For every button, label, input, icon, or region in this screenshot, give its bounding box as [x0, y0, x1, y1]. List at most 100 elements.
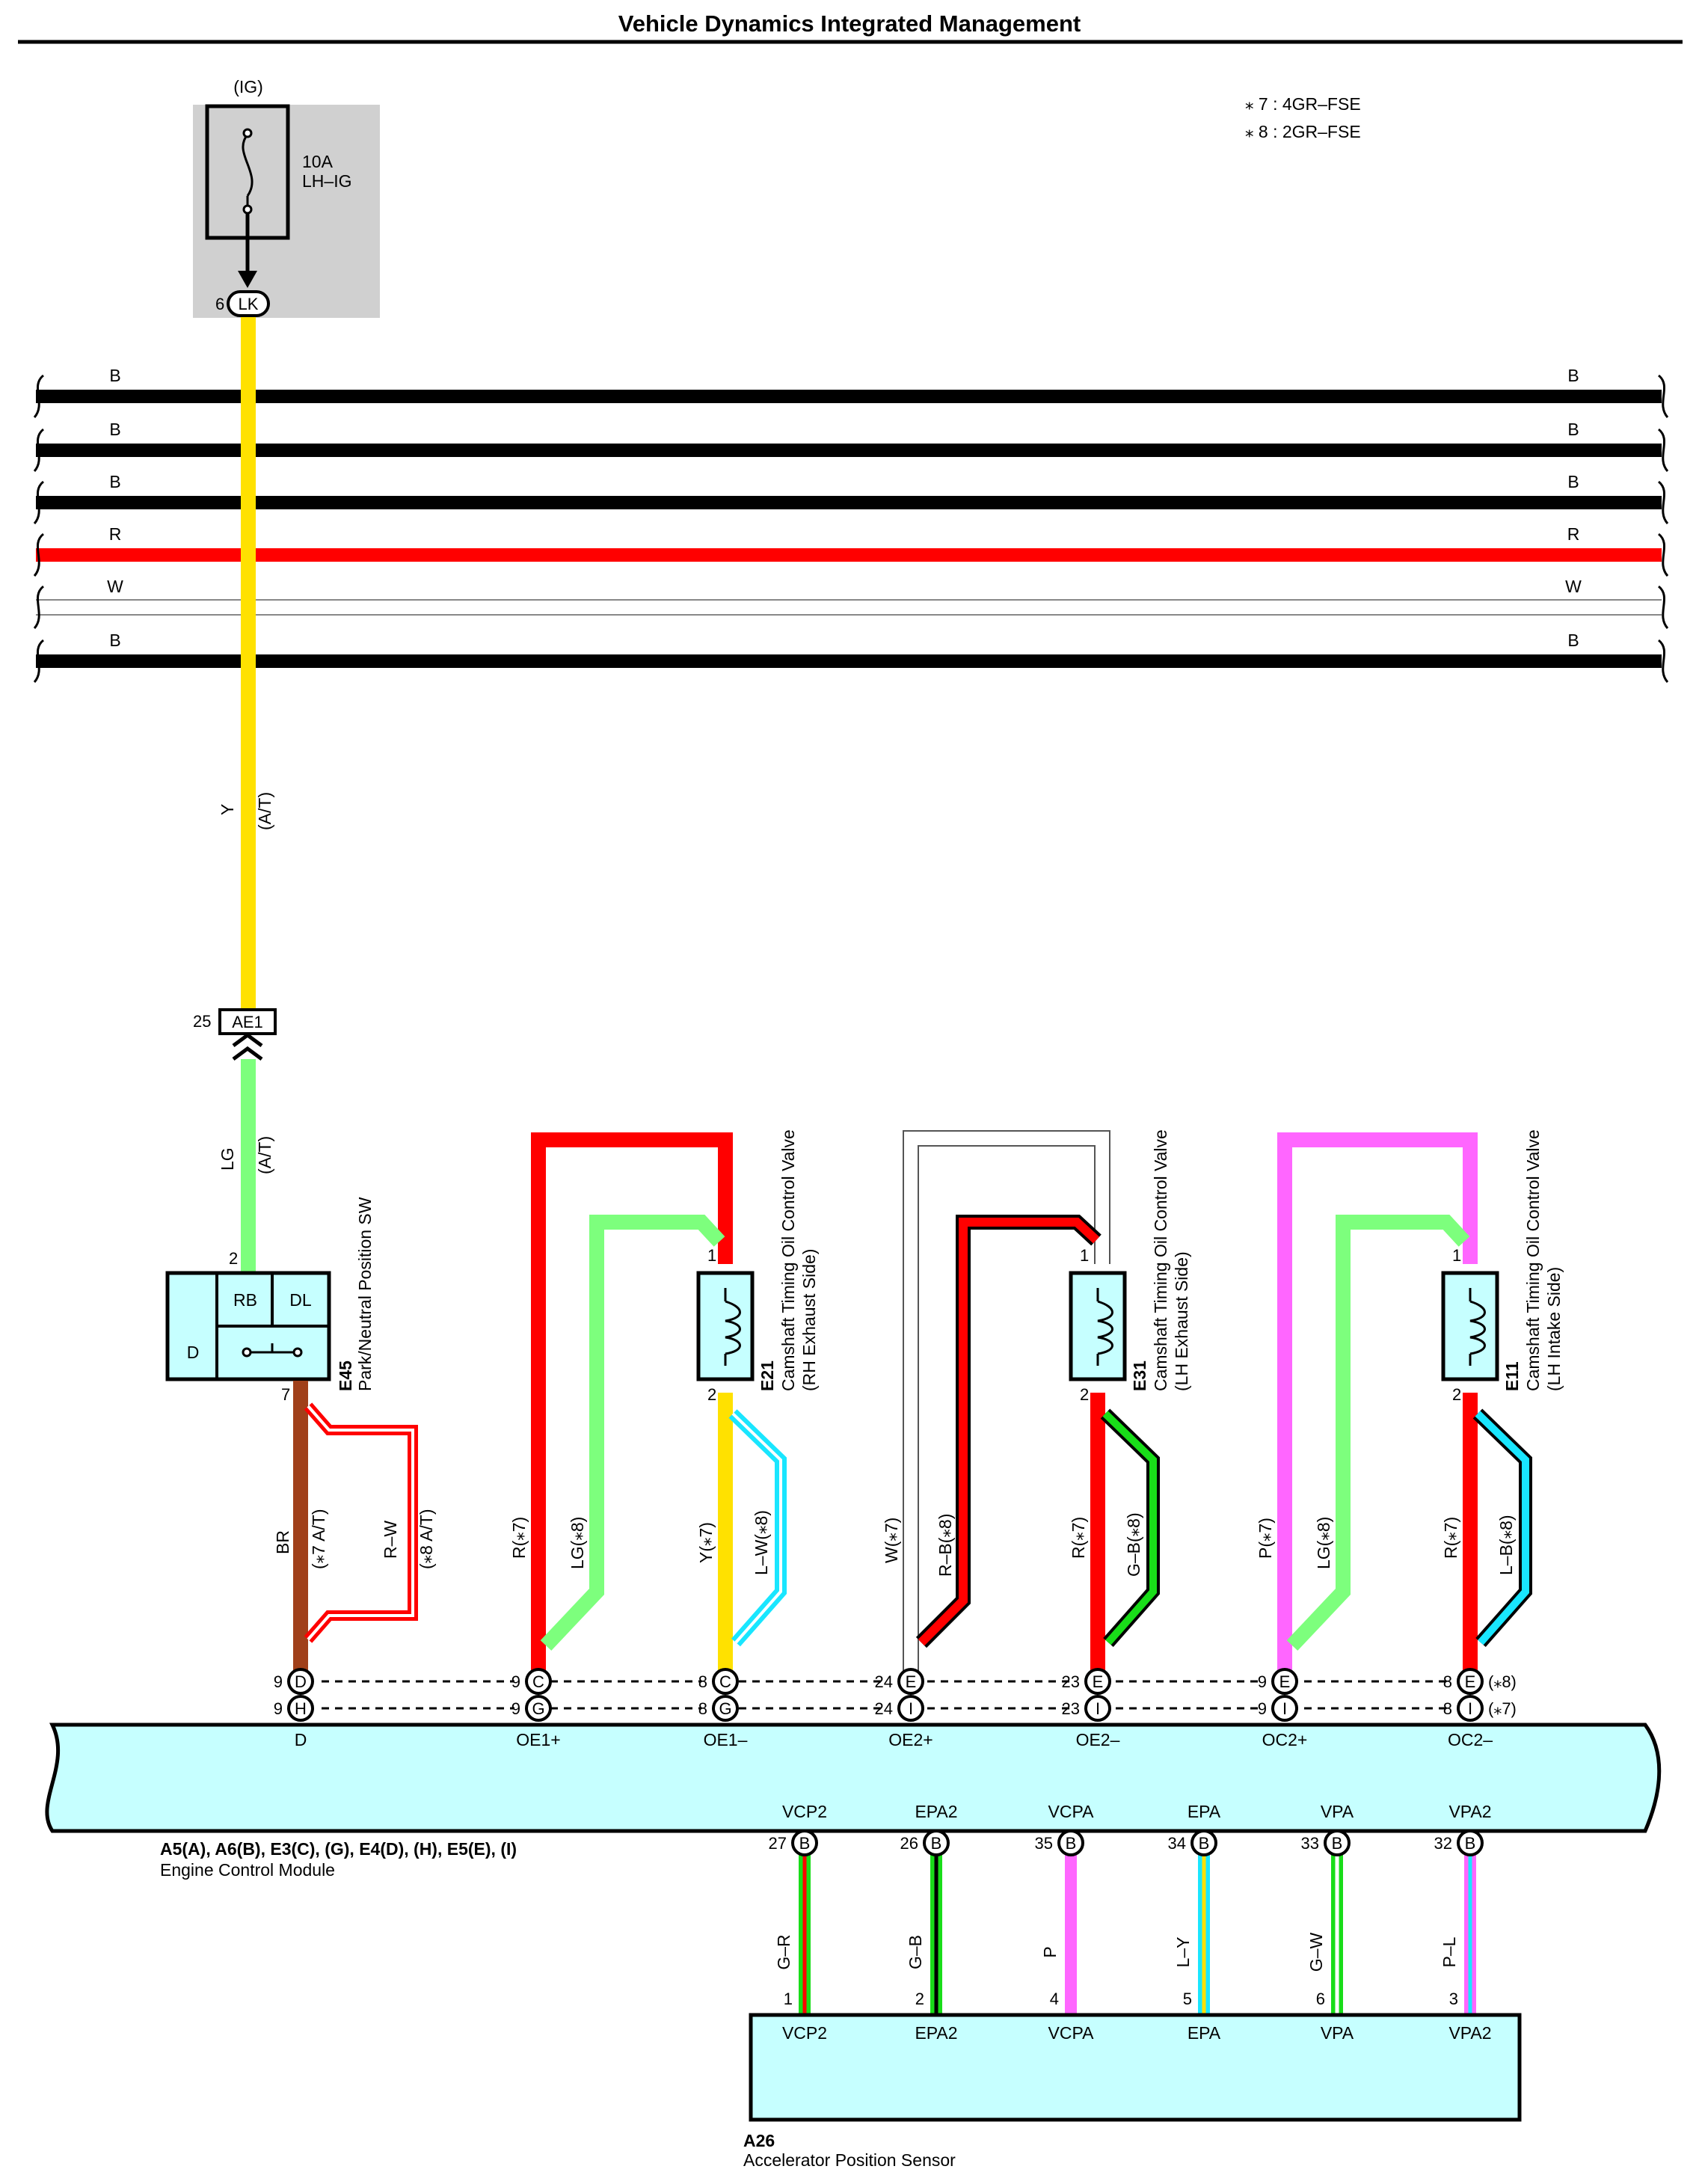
ecm-bottom-terminal-number: 35: [1035, 1834, 1053, 1853]
terminal-bg: [277, 1672, 292, 1690]
ecm-terminal-name: OC2–: [1448, 1730, 1493, 1749]
e45-code: E45: [336, 1361, 355, 1391]
ecm-terminal-number: 9: [274, 1699, 283, 1718]
ecm-terminal-pin: [1271, 1668, 1298, 1695]
ecm-terminal-connector: C: [719, 1672, 731, 1691]
wire-label-l-b-oc2: L–B(⁎8): [1496, 1515, 1516, 1575]
sensor-pin: 1: [784, 1990, 793, 2008]
wire-lg-oc2: [1286, 1215, 1470, 1651]
e45-contact-left: [242, 1347, 252, 1358]
ecm-terminal-connector: E: [1279, 1672, 1291, 1691]
wire-w-oe2-inner: [904, 1132, 1109, 1675]
ecm-row-note-1: (⁎8): [1488, 1672, 1517, 1691]
ecm-terminal-connector: I: [1096, 1699, 1100, 1718]
terminal-bg: [701, 1699, 716, 1717]
e21-pin-top: 1: [707, 1246, 716, 1265]
ecm-bottom-terminal-number: 26: [900, 1834, 918, 1853]
ecm-terminal-connector: D: [295, 1672, 307, 1691]
ecm-terminal-number: 8: [1443, 1699, 1452, 1718]
ecm-terminal-connector: I: [1282, 1699, 1287, 1718]
ecm-terminal-pin: [1457, 1668, 1484, 1695]
ae1-chevron-icon: [232, 1032, 263, 1061]
ecm-bottom-terminal-name: VCP2: [782, 1802, 827, 1821]
e31-code: E31: [1130, 1361, 1149, 1391]
bus-label-right: B: [1567, 472, 1579, 491]
e31-side: (LH Exhaust Side): [1172, 1251, 1191, 1391]
e21-coil-icon: [724, 1288, 741, 1366]
bus-label-left: B: [109, 472, 120, 491]
e21-side: (RH Exhaust Side): [799, 1249, 819, 1391]
a26-name: Accelerator Position Sensor: [743, 2150, 956, 2170]
wire-label-lg-oc2: LG(⁎8): [1314, 1517, 1333, 1569]
ecm-terminal-number: 23: [1062, 1672, 1080, 1691]
wire-label-p-oc2: P(⁎7): [1256, 1518, 1275, 1559]
terminal-bg: [514, 1672, 529, 1690]
ecm-terminal-pin: [897, 1668, 924, 1695]
e45-pin-top: 2: [229, 1249, 238, 1268]
sensor-pin: 3: [1449, 1990, 1458, 2008]
wire-label-r-oe1: R(⁎7): [509, 1517, 529, 1559]
e11-coil-icon: [1469, 1288, 1486, 1366]
bus-label-right: B: [1567, 631, 1579, 650]
ecm-body: [45, 1723, 1662, 1833]
ecm-terminal-number: 8: [1443, 1672, 1452, 1691]
ecm-bottom-terminal-pin: [923, 1829, 950, 1856]
ecm-terminal-number: 9: [274, 1672, 283, 1691]
ecm-terminal-number: 24: [875, 1672, 893, 1691]
terminal-bg: [1074, 1699, 1089, 1717]
ecm-terminal-number: 24: [875, 1699, 893, 1718]
wire-y-note: (A/T): [255, 792, 274, 830]
ecm-bottom-terminal-number: 34: [1168, 1834, 1186, 1853]
ecm-terminal-connector: E: [906, 1672, 917, 1691]
ecm-bottom-terminal-connector: B: [799, 1834, 811, 1853]
ecm-terminal-name: OE1+: [516, 1730, 560, 1749]
ecm-bottom-terminal-name: VPA: [1321, 1802, 1354, 1821]
e21-valve: 1 2 E21 Camshaft Timing Oil Control Valv…: [696, 1129, 819, 1404]
bus-label-right: W: [1565, 577, 1582, 596]
bus-break-right-icon: [1657, 639, 1669, 683]
e11-valve: 1 2 E11 Camshaft Timing Oil Control Valv…: [1441, 1129, 1564, 1404]
ecm-bottom-terminal-connector: B: [1465, 1834, 1476, 1853]
ecm-bottom-terminal-name: EPA: [1188, 1802, 1221, 1821]
wire-label-r-oe2: R(⁎7): [1069, 1517, 1088, 1559]
e45-name: Park/Neutral Position SW: [355, 1197, 375, 1391]
terminal-bg: [514, 1699, 529, 1717]
bus-break-left-icon: [33, 639, 45, 683]
ecm-terminal-name: OE2–: [1076, 1730, 1120, 1749]
bus-label-left: B: [109, 631, 120, 650]
ecm-bottom-terminal-connector: B: [1199, 1834, 1210, 1853]
ecm-connectors: A5(A), A6(B), E3(C), (G), E4(D), (H), E5…: [160, 1839, 517, 1859]
fuse-name: LH–IG: [302, 171, 351, 191]
wire-y-label: Y: [218, 804, 237, 815]
wire-r-oe1: [531, 1132, 733, 1675]
fuse-connector-label: LK: [239, 295, 259, 313]
e45-cell-rb: RB: [233, 1290, 257, 1310]
wire-br-note: (⁎7 A/T): [309, 1509, 328, 1569]
wire-label-l-w-oe1: L–W(⁎8): [752, 1510, 771, 1575]
fuse-pin: 6: [215, 295, 224, 313]
ecm-bottom-terminal-pin: [1324, 1829, 1351, 1856]
ecm-terminal-connector: H: [295, 1699, 307, 1718]
ecm-terminal-number: 23: [1062, 1699, 1080, 1718]
terminal-bg: [1446, 1672, 1461, 1690]
e31-valve: 1 2 E31 Camshaft Timing Oil Control Valv…: [1069, 1129, 1191, 1404]
bus-label-left: R: [109, 524, 122, 544]
bus-break-left-icon: [33, 374, 45, 418]
ecm-terminal-number: 9: [511, 1672, 520, 1691]
ecm-bottom-terminal-pin: [1457, 1829, 1484, 1856]
e11-code: E11: [1502, 1361, 1522, 1391]
sensor-wire-label: P–L: [1440, 1936, 1459, 1967]
fuse-arrow-icon: [238, 271, 257, 288]
e21-pin-bottom: 2: [707, 1385, 716, 1404]
ecm-name: Engine Control Module: [160, 1860, 335, 1880]
wire-br-label: BR: [273, 1530, 292, 1554]
ecm-terminal-name: D: [295, 1730, 307, 1749]
ecm-terminal-pin: [1271, 1695, 1298, 1722]
ecm-bottom-terminal-pin: [791, 1829, 818, 1856]
ecm-row-note-2: (⁎7): [1488, 1699, 1517, 1718]
sensor-pin: 4: [1050, 1990, 1059, 2008]
e31-name: Camshaft Timing Oil Control Valve: [1151, 1129, 1170, 1391]
fuse-rating: 10A: [302, 152, 334, 171]
